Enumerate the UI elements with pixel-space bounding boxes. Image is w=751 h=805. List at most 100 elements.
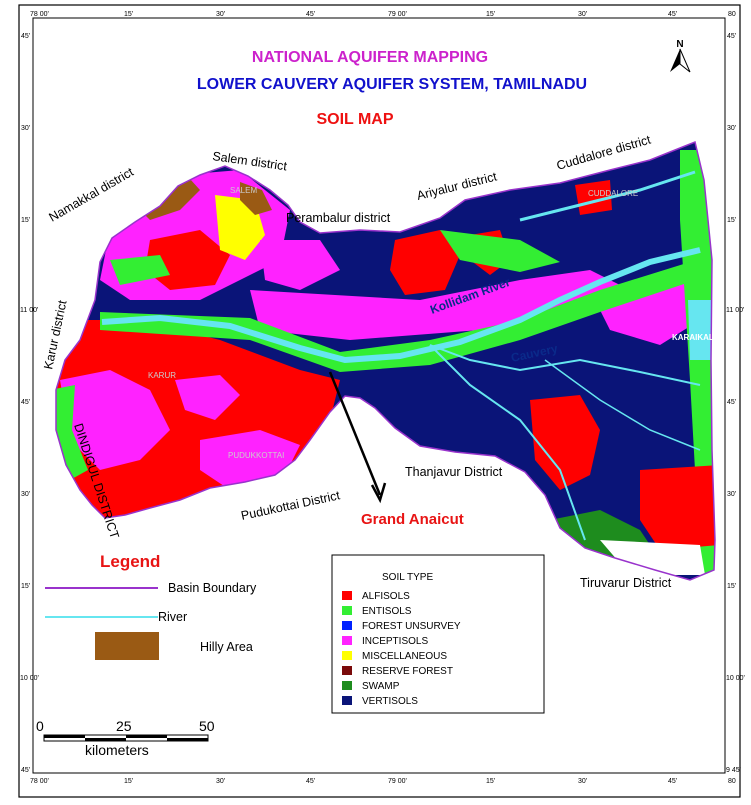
scale-seg-3 (126, 735, 167, 738)
north-arrow-left (670, 49, 680, 72)
entisols-north-east (440, 230, 560, 272)
soil-swatch-0 (342, 591, 352, 600)
tick-bottom-4: 79 00' (388, 778, 407, 785)
north-arrow-right (679, 48, 691, 73)
town-pudukkottai: PUDUKKOTTAI (228, 451, 284, 460)
legend-river-label: River (158, 610, 187, 624)
tick-left-1: 30' (21, 125, 30, 132)
legend-basin-label: Basin Boundary (168, 581, 257, 595)
tick-left-4: 45' (21, 399, 30, 406)
soil-legend-box (331, 554, 545, 714)
river-vellar (519, 170, 696, 222)
karaikal-area (688, 300, 712, 360)
basin-boundary (55, 140, 716, 581)
tick-top-6: 30' (578, 11, 587, 18)
alfisols-thanjavur (530, 395, 600, 490)
legend-title: Legend (100, 552, 160, 571)
legend: Legend Basin Boundary River Hilly Area (45, 552, 257, 660)
title-soil-map: SOIL MAP (316, 111, 393, 128)
tick-right-7: 10 00' (726, 675, 745, 682)
graticule-top: 78 00' 15' 30' 45' 79 00' 15' 30' 45' 80 (30, 11, 736, 18)
entisols-north (110, 255, 170, 285)
tick-top-7: 45' (668, 11, 677, 18)
town-karur: KARUR (148, 371, 176, 380)
soil-label-2: FOREST UNSURVEY (362, 621, 461, 632)
north-arrow: N (670, 39, 691, 73)
soil-legend-title: SOIL TYPE (382, 572, 433, 583)
tick-left-5: 30' (21, 491, 30, 498)
tick-right-5: 30' (727, 491, 736, 498)
soil-label-6: SWAMP (362, 681, 400, 692)
grand-anaicut-arrow (328, 371, 382, 496)
hilly-salem-2 (240, 182, 272, 215)
soil-swatch-5 (342, 666, 352, 675)
tick-bottom-6: 30' (578, 778, 587, 785)
legend-hilly-label: Hilly Area (200, 640, 253, 654)
tick-top-1: 15' (124, 11, 133, 18)
scale-tick-0: 0 (36, 718, 44, 734)
title-national-aquifer: NATIONAL AQUIFER MAPPING (252, 49, 488, 66)
tick-right-4: 45' (727, 399, 736, 406)
tick-top-4: 79 00' (388, 11, 407, 18)
river-cauvery-branch (429, 344, 701, 386)
tick-top-8: 80 (728, 11, 736, 18)
town-karaikal: KARAIKAL (672, 333, 714, 342)
tick-right-6: 15' (727, 583, 736, 590)
river-kollidam (101, 247, 701, 364)
tick-right-0: 45' (727, 33, 736, 40)
tick-top-0: 78 00' (30, 11, 49, 18)
neatline-inner (32, 17, 726, 774)
tick-top-3: 45' (306, 11, 315, 18)
tick-bottom-5: 15' (486, 778, 495, 785)
town-cuddalore: CUDDALORE (588, 189, 638, 198)
tick-bottom-8: 80 (728, 778, 736, 785)
tick-bottom-0: 78 00' (30, 778, 49, 785)
soil-swatch-2 (342, 621, 352, 630)
soil-legend-items: ALFISOLS ENTISOLS FOREST UNSURVEY INCEPT… (342, 591, 461, 707)
scale-seg-4 (167, 738, 208, 741)
tick-left-7: 10 00' (20, 675, 39, 682)
tick-bottom-1: 15' (124, 778, 133, 785)
graticule-bottom: 78 00' 15' 30' 45' 79 00' 15' 30' 45' 80 (30, 778, 736, 785)
soil-type-legend: SOIL TYPE ALFISOLS ENTISOLS FOREST UNSUR… (331, 554, 545, 714)
soil-swatch-7 (342, 696, 352, 705)
tick-left-3: 11 00' (20, 307, 38, 314)
scale-tick-25: 25 (116, 718, 132, 734)
alfisols-south-east (640, 465, 715, 550)
title-lower-cauvery: LOWER CAUVERY AQUIFER SYSTEM, TAMILNADU (197, 76, 587, 93)
graticule-left: 45' 30' 15' 11 00' 45' 30' 15' 10 00' 45… (20, 33, 39, 774)
scale-unit: kilometers (85, 742, 149, 758)
tick-left-8: 45' (21, 767, 30, 774)
soil-swatch-4 (342, 651, 352, 660)
tick-top-5: 15' (486, 11, 495, 18)
tick-right-3: 11 00' (726, 307, 744, 314)
entisols-river-corridor (100, 262, 690, 372)
graticule-right: 45' 30' 15' 11 00' 45' 30' 15' 10 00' 9 … (726, 33, 745, 774)
tick-left-2: 15' (21, 217, 30, 224)
soil-swatch-3 (342, 636, 352, 645)
soil-swatch-6 (342, 681, 352, 690)
legend-hilly-swatch (95, 632, 159, 660)
tick-right-2: 15' (727, 217, 736, 224)
scale-seg-2 (85, 738, 126, 741)
soil-swatch-1 (342, 606, 352, 615)
soil-label-7: VERTISOLS (362, 696, 418, 707)
tick-bottom-2: 30' (216, 778, 225, 785)
inceptisols-west (60, 370, 170, 470)
tick-top-2: 30' (216, 11, 225, 18)
tick-left-6: 15' (21, 583, 30, 590)
river-south-branch (429, 344, 586, 541)
soil-label-0: ALFISOLS (362, 591, 410, 602)
district-tiruvarur: Tiruvarur District (580, 576, 672, 590)
scale-seg-1 (44, 735, 85, 738)
inceptisols-west-2 (175, 375, 240, 420)
tick-right-8: 9 45' (726, 767, 741, 774)
soil-label-5: RESERVE FOREST (362, 666, 453, 677)
scale-bar: 0 25 50 kilometers (36, 718, 215, 758)
north-label: N (676, 39, 683, 50)
soil-label-3: INCEPTISOLS (362, 636, 428, 647)
tick-bottom-3: 45' (306, 778, 315, 785)
inceptisols-perambalur (260, 240, 340, 290)
alfisols-cuddalore (575, 180, 612, 215)
